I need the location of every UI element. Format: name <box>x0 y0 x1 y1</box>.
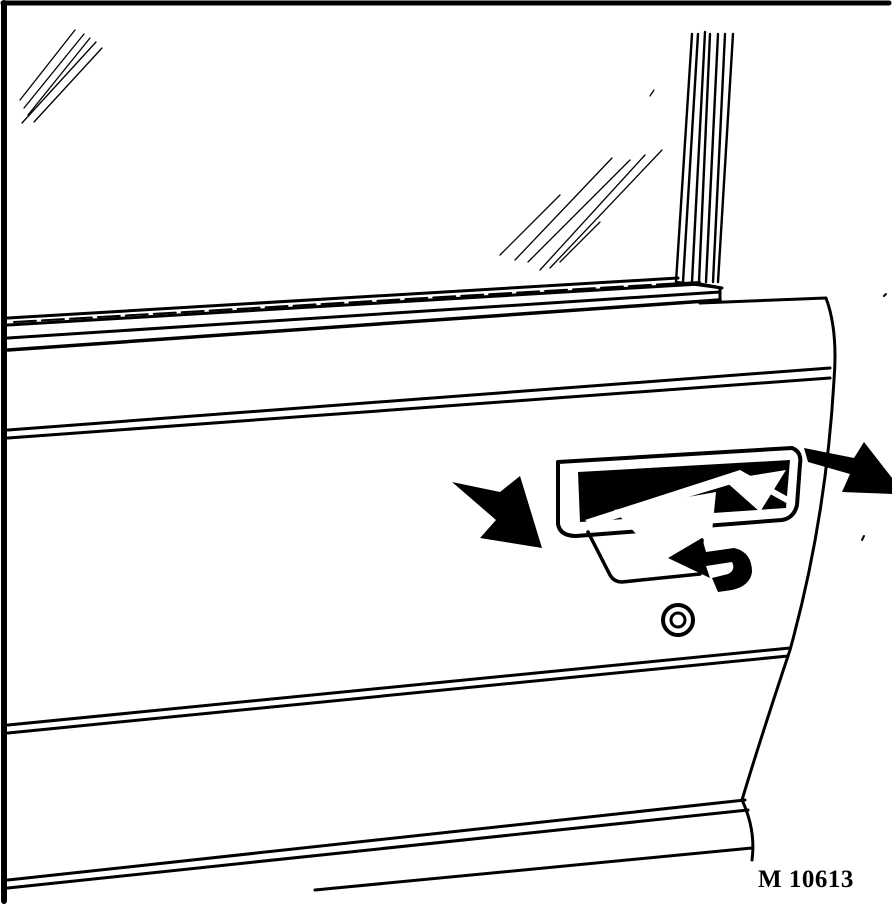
release-arrow-icon <box>804 442 892 494</box>
exterior-door-handle <box>556 446 803 584</box>
window-frame-pillar <box>674 30 735 290</box>
pull-arrow-icon <box>668 538 752 592</box>
door-panel <box>6 293 887 892</box>
window-sill-trim <box>6 276 724 352</box>
window-glass <box>19 29 663 271</box>
figure-reference-label: M 10613 <box>758 866 854 893</box>
door-lock-barrel <box>661 603 695 637</box>
direction-arrow-icon <box>452 476 542 548</box>
